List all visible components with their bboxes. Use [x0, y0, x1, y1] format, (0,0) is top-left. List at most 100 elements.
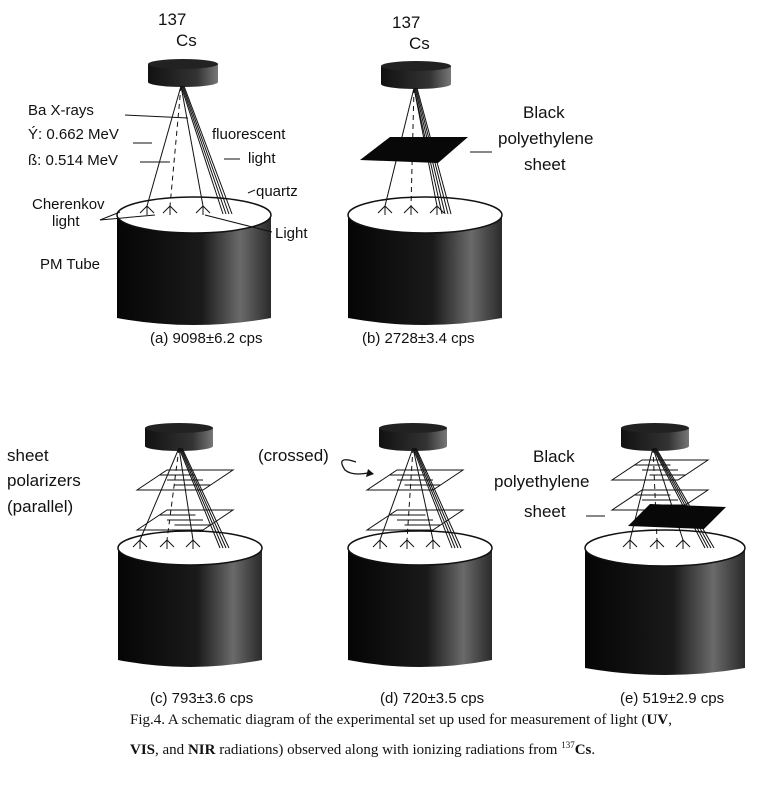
fluorescent-light-ray — [412, 447, 453, 549]
cs-source-disk — [148, 64, 218, 87]
quartz-window — [347, 530, 493, 566]
cs-source-top — [621, 423, 689, 433]
fluorescent-light-ray — [653, 447, 709, 549]
cs-source-disk — [379, 428, 447, 451]
cherenkov-cone — [406, 539, 415, 548]
fluorescent-light-ray — [178, 447, 221, 549]
label-gamma: Ý: 0.662 MeV — [28, 126, 119, 143]
cherenkov-cone — [384, 205, 393, 214]
label-fluorescent-light: light — [248, 150, 276, 167]
leader-cherenkov — [99, 214, 156, 221]
fluorescent-light-ray — [181, 447, 230, 549]
cherenkov-cone — [202, 205, 211, 214]
label-ba-xrays: Ba X-rays — [28, 102, 94, 119]
label-polyethylene-e: polyethylene — [494, 472, 590, 491]
fluorescent-light-ray — [181, 85, 227, 215]
fluorescent-light-ray — [182, 85, 230, 215]
quartz-window — [116, 196, 272, 234]
black-polyethylene-sheet — [360, 137, 468, 163]
cherenkov-cone — [399, 539, 408, 548]
label-quartz: quartz — [256, 183, 298, 200]
gamma-ray — [139, 447, 180, 541]
caption-vis: VIS — [130, 742, 156, 758]
cherenkov-cone — [169, 205, 178, 214]
cherenkov-cone — [403, 205, 412, 214]
leader-light — [204, 214, 273, 233]
caption-text: Fig.4. A schematic diagram of the experi… — [130, 712, 647, 728]
cherenkov-cone — [410, 205, 419, 214]
caption-comma: , — [668, 712, 672, 728]
xray — [412, 447, 434, 541]
caption-text: . — [591, 742, 596, 758]
fluorescent-light-ray — [180, 85, 224, 215]
cherenkov-cone — [162, 205, 171, 214]
source-element-b: Cs — [409, 34, 430, 53]
label-black-b: Black — [523, 103, 565, 122]
cherenkov-cone — [159, 539, 168, 548]
pm-tube-body — [585, 548, 745, 675]
fluorescent-light-ray — [654, 447, 712, 549]
label-parallel-c: (parallel) — [7, 497, 74, 516]
figure-caption-line2: VIS, and NIR radiations) observed along … — [130, 740, 595, 759]
cherenkov-cone — [185, 539, 194, 548]
cherenkov-cone — [372, 539, 381, 548]
caption-c: (c) 793±3.6 cps — [150, 690, 254, 707]
cs-source-top — [145, 423, 213, 433]
caption-e: (e) 519±2.9 cps — [620, 690, 725, 707]
cherenkov-cone — [166, 539, 175, 548]
quartz-window — [117, 530, 263, 566]
beta-ray — [169, 85, 182, 207]
leader-cherenkov — [99, 211, 121, 221]
source-mass-b: 137 — [392, 13, 421, 32]
cherenkov-cone — [195, 205, 204, 214]
cherenkov-cone — [675, 539, 684, 548]
label-polyethylene-b: polyethylene — [498, 129, 594, 148]
cherenkov-cone — [629, 539, 638, 548]
cherenkov-cone — [132, 539, 141, 548]
cherenkov-cone — [425, 539, 434, 548]
xray — [180, 85, 204, 207]
quartz-window — [347, 196, 503, 234]
fluorescent-light-ray — [652, 447, 706, 549]
fluorescent-light-ray — [413, 447, 456, 549]
fluorescent-light-ray — [179, 447, 224, 549]
beta-ray — [406, 447, 414, 541]
quartz-window — [584, 529, 746, 567]
cs-source-disk — [145, 428, 213, 451]
cherenkov-cone — [192, 539, 201, 548]
cherenkov-cone — [656, 539, 665, 548]
cs-source-top — [379, 423, 447, 433]
leader-quartz — [247, 189, 256, 194]
xray — [178, 447, 194, 541]
label-beta: ß: 0.514 MeV — [28, 152, 119, 169]
label-black-e: Black — [533, 447, 575, 466]
label-crossed-d: (crossed) — [258, 446, 329, 465]
caption-sup: 137 — [561, 740, 575, 750]
cherenkov-cone — [146, 205, 155, 214]
label-fluorescent: fluorescent — [212, 126, 286, 143]
label-sheet-b: sheet — [524, 155, 566, 174]
label-light: Light — [275, 225, 308, 242]
label-cherenkov-light: light — [52, 213, 80, 230]
cherenkov-cone — [682, 539, 691, 548]
source-mass-a: 137 — [158, 10, 187, 29]
label-sheet-e: sheet — [524, 502, 566, 521]
cherenkov-cone — [139, 205, 148, 214]
cherenkov-cone — [649, 539, 658, 548]
fluorescent-light-ray — [183, 85, 233, 215]
label-pm-tube: PM Tube — [40, 256, 101, 273]
cherenkov-cone — [377, 205, 386, 214]
cherenkov-cone — [432, 539, 441, 548]
cherenkov-cone — [379, 539, 388, 548]
caption-a: (a) 9098±6.2 cps — [150, 330, 263, 347]
cs-source-top — [148, 59, 218, 69]
label-sheet-c: sheet — [7, 446, 49, 465]
caption-text: , and — [155, 742, 188, 758]
cherenkov-cone — [139, 539, 148, 548]
fluorescent-light-ray — [655, 447, 715, 549]
caption-text: radiations) observed along with ionizing… — [215, 742, 562, 758]
rotation-arrow-icon — [341, 459, 369, 475]
leader-ba-xrays — [124, 114, 189, 119]
label-cherenkov: Cherenkov — [32, 196, 105, 213]
